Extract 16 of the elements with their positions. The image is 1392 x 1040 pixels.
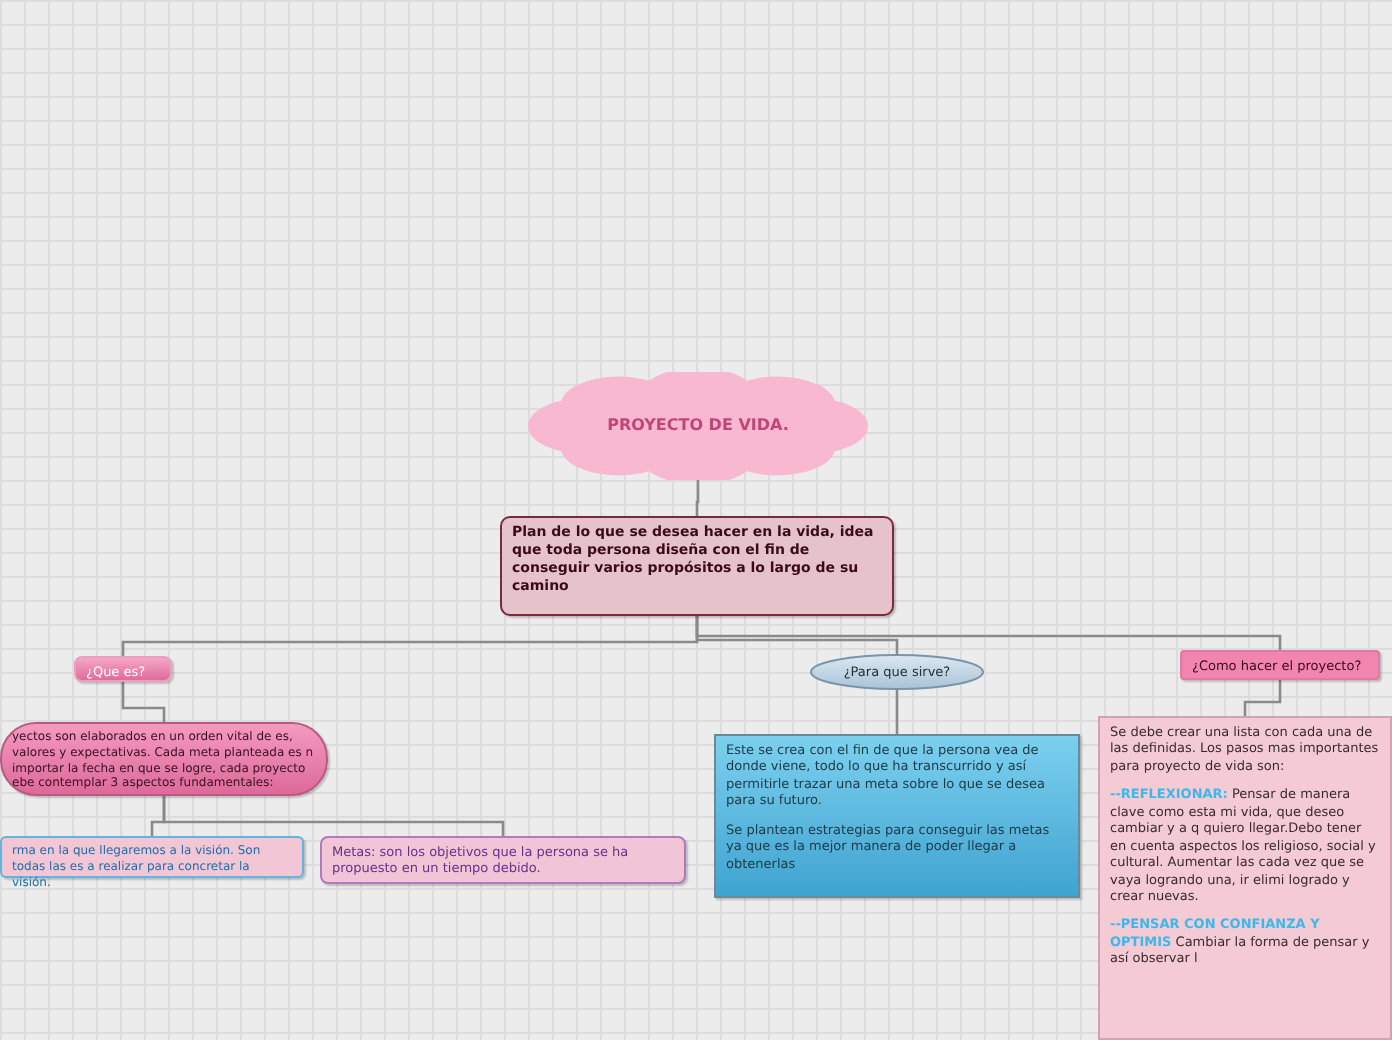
cloud-shape	[528, 372, 868, 480]
steps-box	[1098, 716, 1392, 1040]
connector-line	[695, 480, 700, 516]
main-box	[500, 516, 894, 616]
info-box	[320, 836, 686, 884]
topic-label	[1180, 650, 1380, 680]
connector-line	[895, 690, 899, 734]
connector-line	[695, 616, 1282, 650]
definition-box	[0, 722, 328, 796]
topic-ellipse	[810, 654, 984, 690]
connector-line	[1243, 680, 1282, 716]
connector-line	[121, 682, 166, 722]
connector-line	[162, 796, 505, 836]
node-text: PROYECTO DE VIDA.	[607, 415, 789, 437]
info-box	[714, 734, 1080, 898]
topic-label	[74, 656, 172, 682]
